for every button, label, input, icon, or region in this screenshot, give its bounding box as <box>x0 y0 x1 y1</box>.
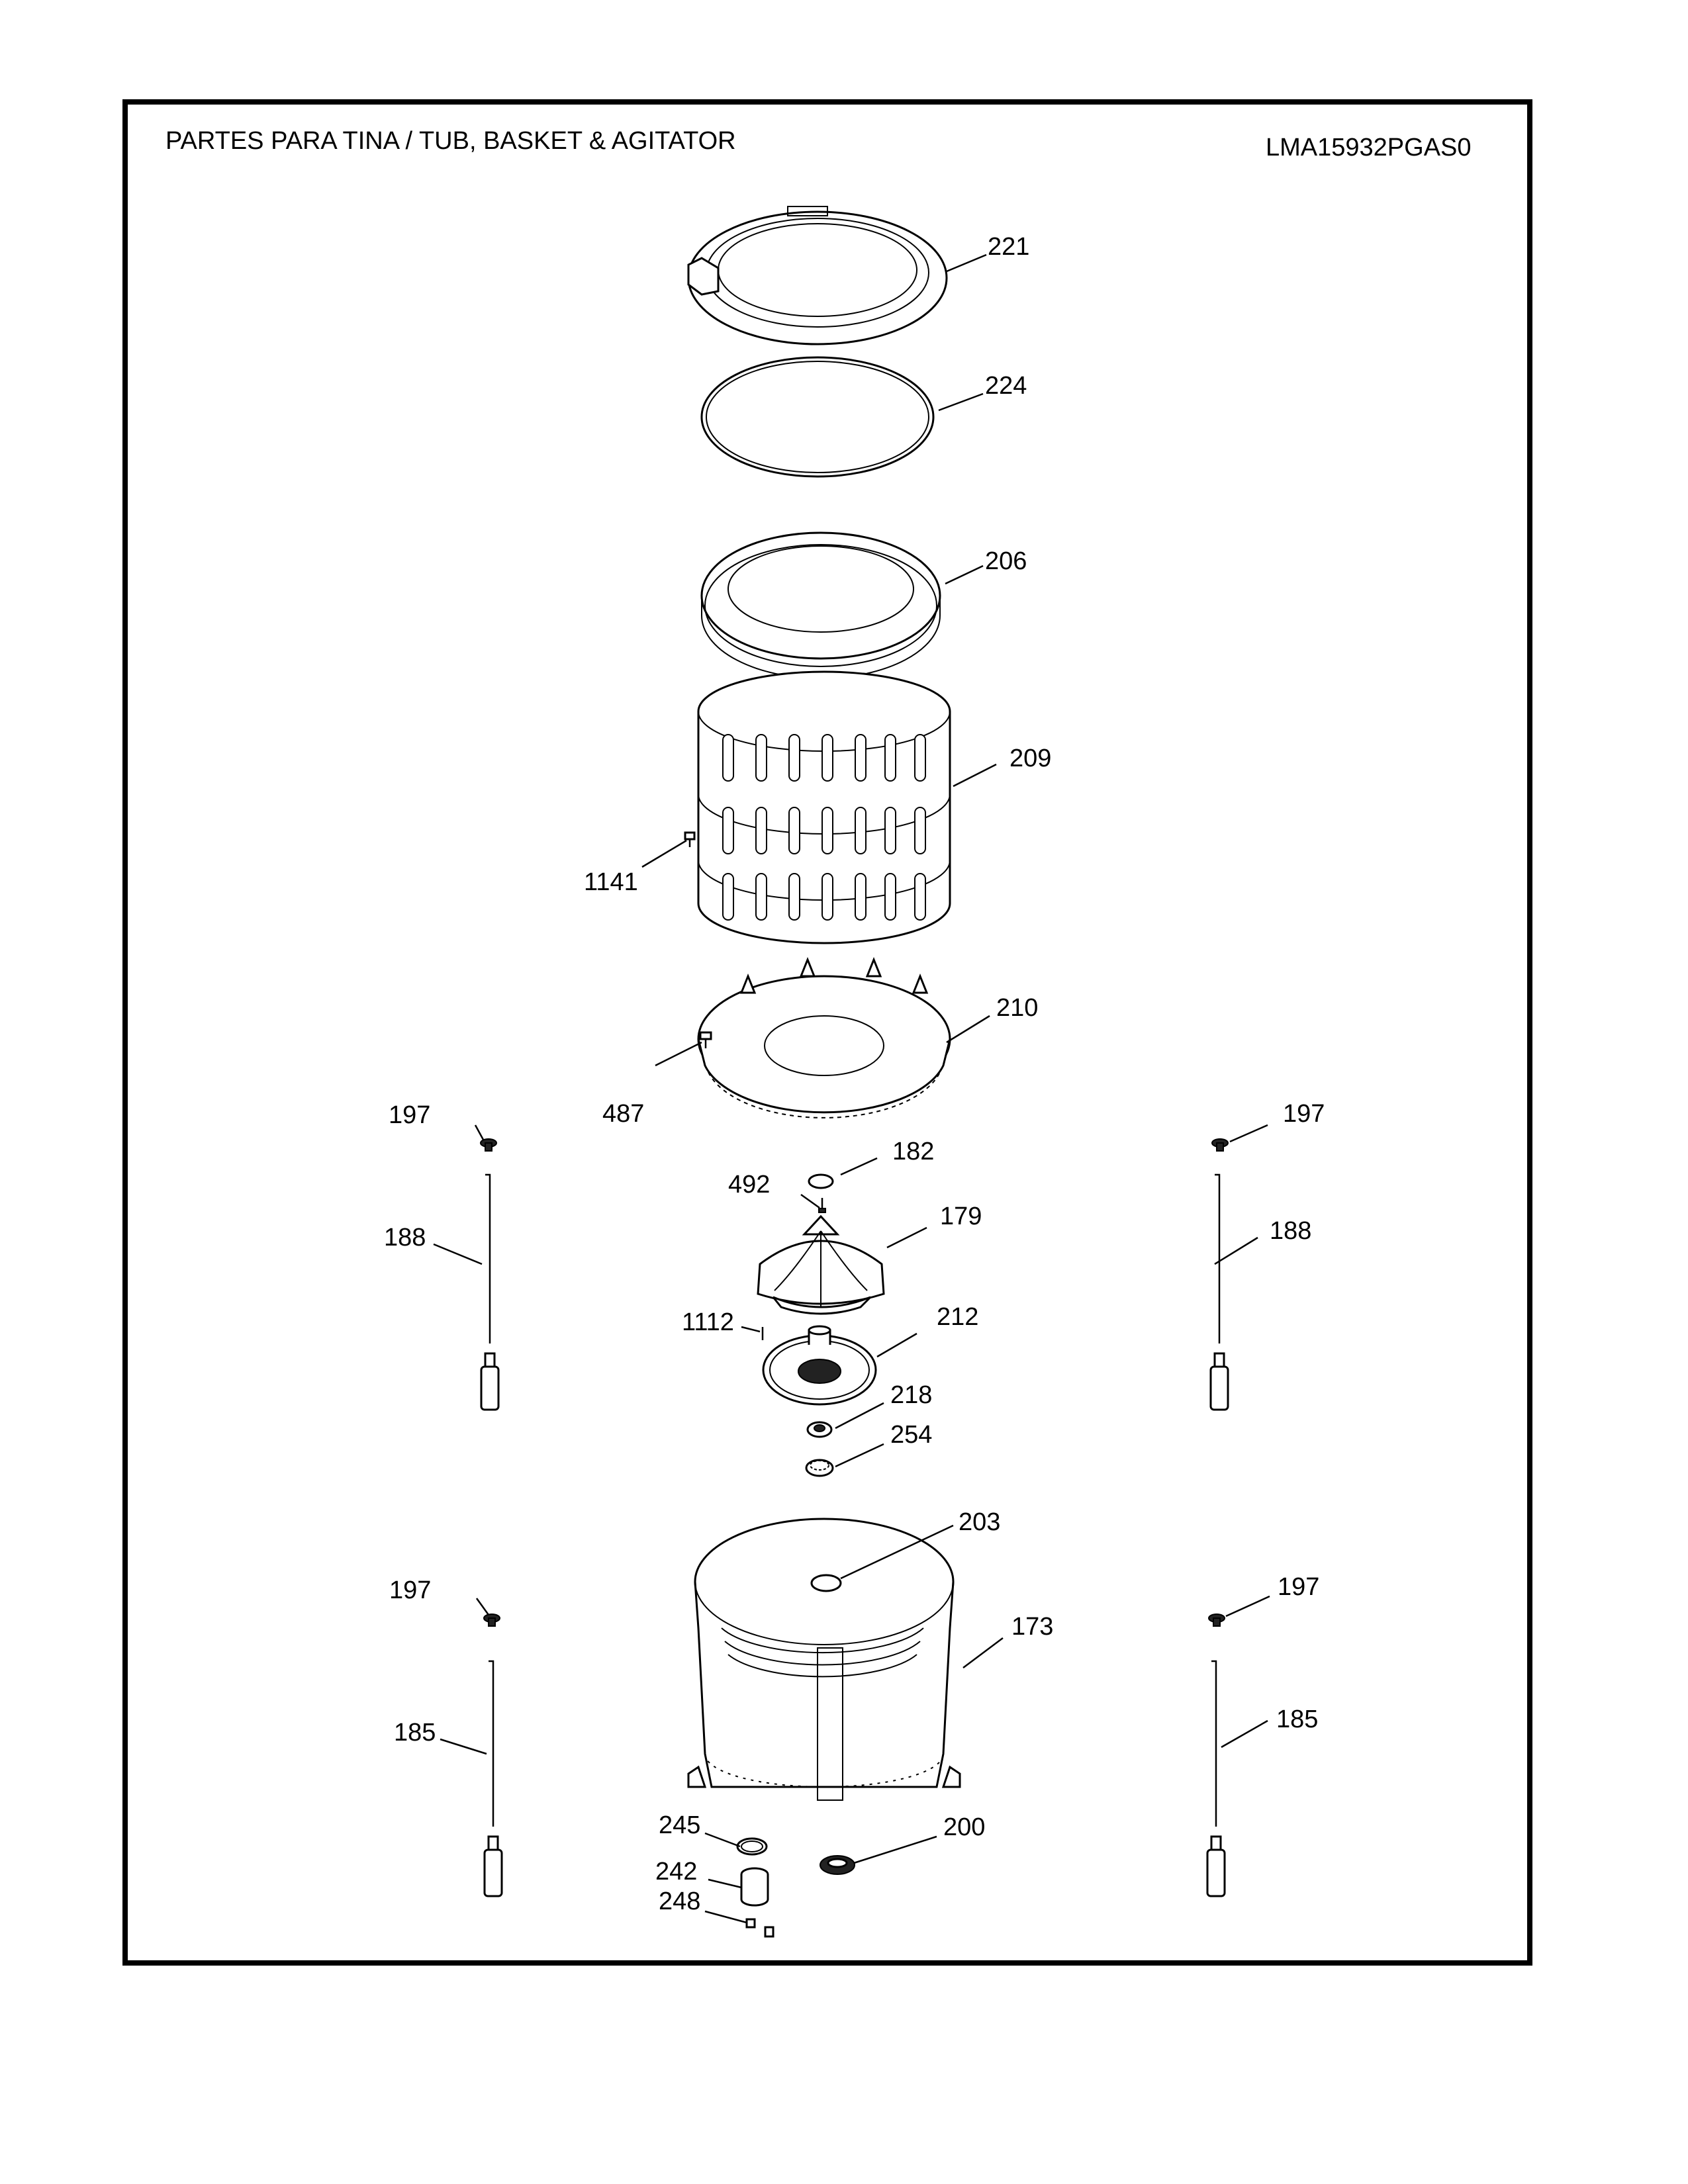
part-197-cap-top-right <box>1211 1138 1229 1152</box>
part-210-basket-base <box>697 956 951 1118</box>
callout-206: 206 <box>985 547 1027 575</box>
callout-487: 487 <box>602 1100 644 1128</box>
part-245-o-ring <box>736 1837 768 1856</box>
part-197-cap-bottom-left <box>483 1614 500 1627</box>
callout-1112: 1112 <box>682 1308 734 1336</box>
basket-perforation <box>914 807 926 854</box>
callout-248: 248 <box>659 1888 700 1915</box>
callout-185-right: 185 <box>1276 1706 1318 1733</box>
basket-perforation <box>788 734 800 782</box>
basket-perforation <box>755 734 767 782</box>
basket-perforation <box>755 873 767 921</box>
callout-224: 224 <box>985 372 1027 400</box>
callout-210: 210 <box>996 994 1038 1022</box>
part-203-cover <box>810 1574 842 1592</box>
part-182-cap <box>808 1173 834 1189</box>
callout-242: 242 <box>655 1858 697 1886</box>
basket-perforation <box>855 873 867 921</box>
model-number: LMA15932PGAS0 <box>1266 134 1472 161</box>
part-218-nut <box>806 1421 833 1438</box>
callout-218: 218 <box>890 1381 932 1409</box>
callout-200: 200 <box>943 1813 985 1841</box>
part-209-basket <box>697 670 951 944</box>
part-197-cap-top-left <box>480 1138 497 1152</box>
part-221-tub-cover <box>687 206 948 345</box>
part-224-gasket <box>700 356 935 478</box>
callout-173: 173 <box>1011 1613 1053 1641</box>
part-188-rod-right <box>1209 1173 1229 1411</box>
callout-1141: 1141 <box>584 868 638 896</box>
basket-perforation <box>788 873 800 921</box>
callout-212: 212 <box>937 1303 978 1331</box>
page-title: PARTES PARA TINA / TUB, BASKET & AGITATO… <box>165 127 736 155</box>
part-1141-screw <box>684 831 696 847</box>
basket-perforation <box>722 734 734 782</box>
basket-perforation <box>855 807 867 854</box>
callout-185-left: 185 <box>394 1719 436 1747</box>
callout-254: 254 <box>890 1421 932 1449</box>
basket-perforation <box>884 873 896 921</box>
leader-lines <box>433 253 1270 1924</box>
callout-197-top-left: 197 <box>389 1101 430 1129</box>
basket-perforation <box>855 734 867 782</box>
callout-245: 245 <box>659 1811 700 1839</box>
part-185-rod-left <box>483 1660 503 1897</box>
basket-perforation <box>821 734 833 782</box>
basket-perforation <box>914 734 926 782</box>
basket-perforation <box>914 873 926 921</box>
part-197-cap-bottom-right <box>1208 1614 1225 1627</box>
part-487-screw <box>699 1031 712 1048</box>
basket-perforation <box>788 807 800 854</box>
basket-perforation <box>821 807 833 854</box>
part-212-hub-plate <box>762 1325 877 1406</box>
part-492-screw <box>818 1198 826 1213</box>
basket-perforation <box>884 807 896 854</box>
basket-perforation <box>884 734 896 782</box>
callout-197-bottom-right: 197 <box>1278 1573 1319 1601</box>
callout-203: 203 <box>959 1508 1000 1536</box>
part-179-impeller <box>757 1214 885 1315</box>
callout-197-top-right: 197 <box>1283 1100 1325 1128</box>
part-242-bellows <box>740 1867 769 1907</box>
part-188-rod-left <box>480 1173 500 1411</box>
part-200-seal <box>820 1855 855 1875</box>
callout-197-bottom-left: 197 <box>389 1576 431 1604</box>
basket-perforation <box>722 807 734 854</box>
basket-perforation <box>821 873 833 921</box>
part-206-balance-ring <box>700 531 941 679</box>
callout-492: 492 <box>728 1171 770 1199</box>
part-248-clips <box>745 1918 774 1938</box>
basket-perforation <box>722 873 734 921</box>
basket-perforation <box>755 807 767 854</box>
callout-182: 182 <box>892 1138 934 1165</box>
callout-209: 209 <box>1009 745 1051 772</box>
part-173-outer-tub <box>687 1518 961 1801</box>
part-254-nut <box>805 1459 834 1477</box>
diagram-frame <box>122 99 1532 1966</box>
callout-188-left: 188 <box>384 1224 426 1251</box>
part-185-rod-right <box>1206 1660 1226 1897</box>
callout-221: 221 <box>988 233 1029 261</box>
callout-179: 179 <box>940 1203 982 1230</box>
callout-188-right: 188 <box>1270 1217 1311 1245</box>
